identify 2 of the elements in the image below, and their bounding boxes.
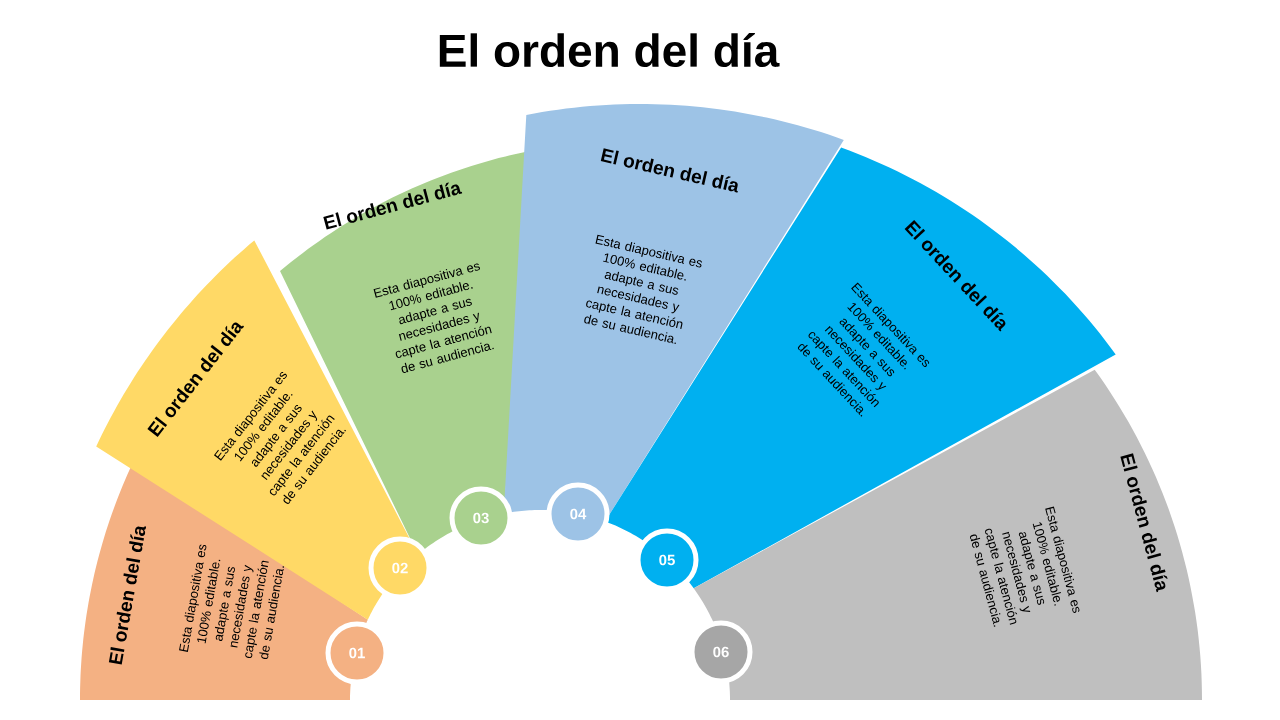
title: El orden del día — [439, 32, 780, 68]
node-label: 01 — [349, 647, 365, 659]
